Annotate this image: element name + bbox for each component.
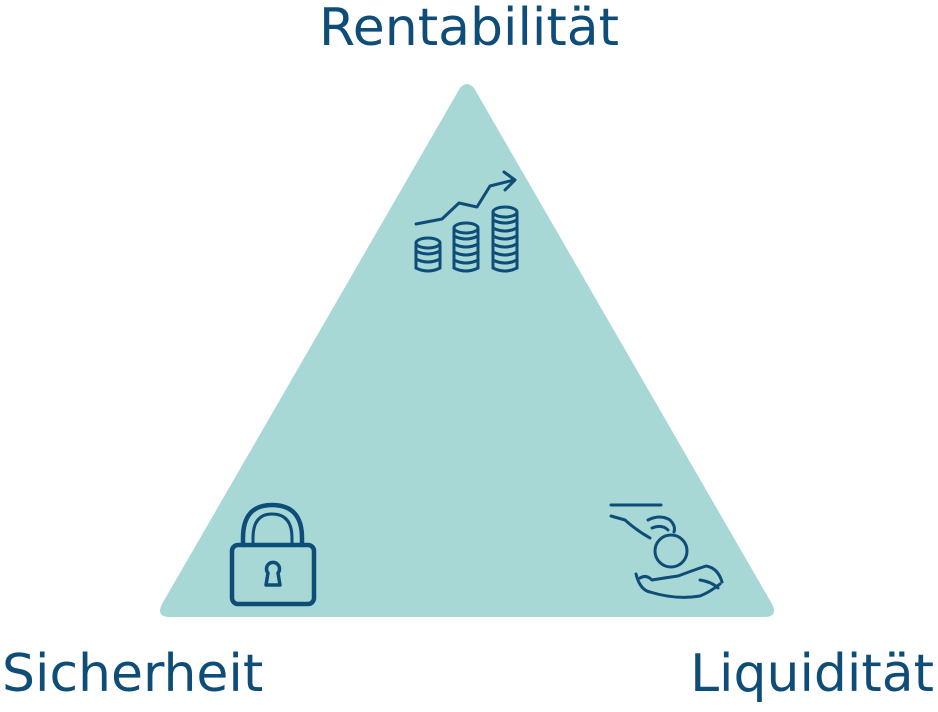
rising-coin-stacks-icon: [414, 170, 519, 273]
label-sicherheit: Sicherheit: [2, 644, 264, 704]
hand-giving-coin-icon: [609, 503, 724, 599]
magic-triangle: [160, 84, 774, 617]
label-liquiditaet: Liquidität: [690, 644, 934, 704]
padlock-icon: [229, 502, 317, 607]
label-rentabilitaet: Rentabilität: [319, 0, 619, 58]
